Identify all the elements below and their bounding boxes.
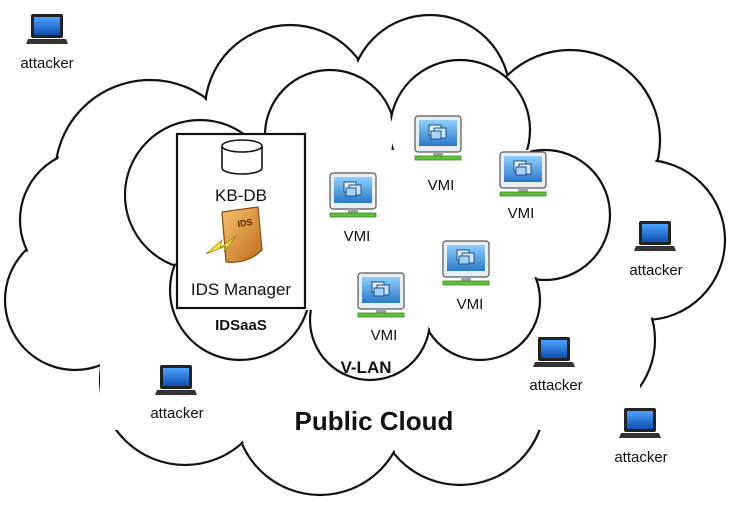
vmi-node: VMI (357, 272, 405, 344)
database-icon (221, 139, 263, 175)
attacker-label: attacker (20, 55, 73, 72)
attacker-node: attacker (629, 221, 683, 279)
vlan-label: V-LAN (341, 358, 392, 377)
vmi-node: VMI (499, 151, 547, 222)
vmi-node: VMI (329, 172, 377, 245)
vmi-node: VMI (414, 115, 462, 194)
attacker-node: attacker (614, 408, 668, 466)
ids-shield-icon: IDS (205, 206, 263, 263)
vmi-node: VMI (442, 240, 490, 313)
laptop-icon (26, 14, 68, 44)
idsaas-box: KB-DB IDS IDS Manager (175, 132, 307, 310)
attacker-node: attacker (150, 365, 204, 422)
kb-db-label: KB-DB (215, 186, 267, 205)
laptop-icon (619, 408, 661, 438)
vmi-label: VMI (428, 177, 455, 194)
attacker-label: attacker (629, 262, 682, 279)
laptop-icon (634, 221, 676, 251)
attacker-node: attacker (529, 337, 583, 394)
vmi-label: VMI (457, 296, 484, 313)
public-cloud-label: Public Cloud (295, 406, 454, 436)
attacker-node: attacker (20, 14, 74, 72)
idsaas-label: IDSaaS (215, 317, 267, 334)
laptop-icon (533, 337, 575, 367)
ids-badge-label: IDS (237, 217, 253, 229)
vmi-label: VMI (508, 205, 535, 222)
attacker-label: attacker (614, 449, 667, 466)
vmi-label: VMI (371, 327, 398, 344)
attacker-label: attacker (529, 377, 582, 394)
ids-manager-label: IDS Manager (191, 280, 291, 299)
attacker-label: attacker (150, 405, 203, 422)
vmi-label: VMI (344, 228, 371, 245)
laptop-icon (155, 365, 197, 395)
